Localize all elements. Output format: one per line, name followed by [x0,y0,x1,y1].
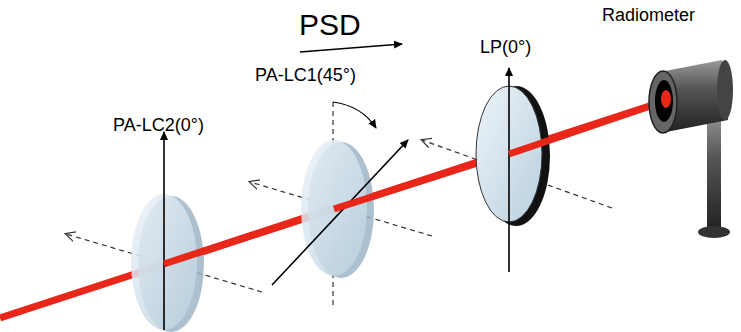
radiometer-icon [649,60,733,238]
linear-polarizer [422,68,668,272]
direction-label: PSD [299,8,361,41]
pa-lc2-retarder [66,132,340,332]
instrument-label: Radiometer [602,6,695,26]
component-label: PA-LC1(45°) [255,66,356,86]
component-label: PA-LC2(0°) [113,116,204,136]
component-label: LP(0°) [480,38,531,58]
laser-beam [0,96,680,318]
direction-arrow [300,44,402,52]
pa-lc1-retarder [250,98,512,305]
